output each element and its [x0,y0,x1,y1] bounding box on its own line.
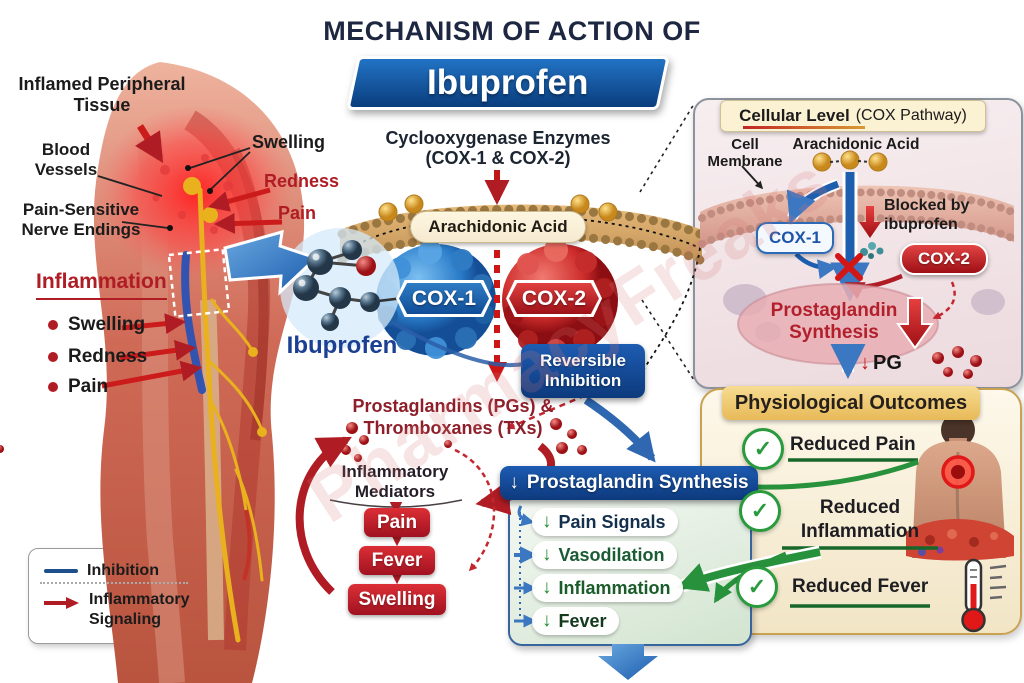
down-arrow-icon: ↓ [542,511,552,532]
inhibition-line-icon [44,568,78,574]
drug-name-banner: Ibuprofen [346,56,670,110]
final-down-arrow [598,644,658,680]
enzymes-heading-line2: (COX-1 & COX-2) [425,148,571,168]
inflammation-bullet-pain: Pain [48,376,108,398]
down-arrow-icon: ↓ [542,544,552,565]
chain-pain-box: Pain [364,508,430,537]
reversible-inhibition-box: Reversible Inhibition [521,344,645,398]
chain-fever-box: Fever [359,546,435,575]
legend-inflammatory-row: Inflammatory Signaling [44,590,194,630]
label-nerve-endings: Pain-Sensitive Nerve Endings [21,200,141,240]
inflammation-bullet-swelling: Swelling [48,314,145,336]
blocked-by-label: Blocked by ibuprofen [884,197,970,234]
down-arrow-icon: ↓ [509,472,519,493]
cellular-cox1-pill: COX-1 [756,222,834,254]
down-arrow-icon: ↓ [860,352,870,374]
page-title: MECHANISM OF ACTION OF [323,16,701,46]
arachidonic-acid-pill: Arachidonic Acid [410,211,586,243]
label-swelling: Swelling [252,132,326,152]
outcomes-header: Physiological Outcomes [722,386,980,420]
ibuprofen-label: Ibuprofen [286,332,398,359]
synthesis-item-inflammation: ↓ Inflammation [532,574,683,602]
cox2-banner: COX-2 [506,280,602,317]
label-inflamed-tissue: Inflamed Peripheral Tissue [18,74,186,116]
check-icon: ✓ [736,566,778,608]
check-icon: ✓ [739,490,781,532]
outcome-reduced-pain: Reduced Pain [790,434,916,455]
label-blood-vessels: Blood Vessels [34,140,98,180]
legend-divider [40,582,188,584]
drug-name: Ibuprofen [427,63,589,102]
synthesis-item-pain-signals: ↓ Pain Signals [532,508,678,536]
down-arrow-icon: ↓ [542,577,552,598]
chain-swelling-box: Swelling [348,584,446,615]
inflammation-heading: Inflammation [36,270,167,300]
legend-inhibition-row: Inhibition [44,562,159,580]
pg-output-label: ↓ PG [860,352,902,374]
enzymes-heading-line1: Cyclooxygenase Enzymes [385,128,611,148]
inflammation-bullet-redness: Redness [48,346,147,368]
label-redness: Redness [264,171,340,191]
outcome-reduced-inflammation: Reduced Inflammation [800,497,920,542]
label-pain: Pain [278,203,317,223]
ibuprofen-molecule [223,228,421,348]
check-icon: ✓ [742,428,784,470]
bullet-dot [48,320,58,330]
bullet-dot [48,352,58,362]
cellular-header: Cellular Level (COX Pathway) [720,100,986,132]
synthesis-header: ↓ Prostaglandin Synthesis [500,466,758,500]
bullet-dot [48,382,58,392]
cellular-arachidonic-label: Arachidonic Acid [792,136,920,153]
down-arrow-icon: ↓ [542,610,552,631]
inflammatory-arrow-icon [44,597,79,609]
blue-arrow-leg-to-molecule [223,229,319,296]
outcome-reduced-fever: Reduced Fever [792,576,929,597]
cellular-pg-synthesis-label: Prostaglandin Synthesis [770,300,898,343]
header-underline [743,126,865,129]
cellular-cox2-pill: COX-2 [900,243,988,275]
cell-membrane-label: Cell Membrane [707,136,783,171]
prostaglandins-label: Prostaglandins (PGs) & Thromboxanes (TXs… [352,396,554,438]
synthesis-item-fever: ↓ Fever [532,607,619,635]
inflammatory-mediators-label: Inflammatory Mediators [341,462,449,502]
cox1-banner: COX-1 [396,280,492,317]
synthesis-item-vasodilation: ↓ Vasodilation [532,541,677,569]
